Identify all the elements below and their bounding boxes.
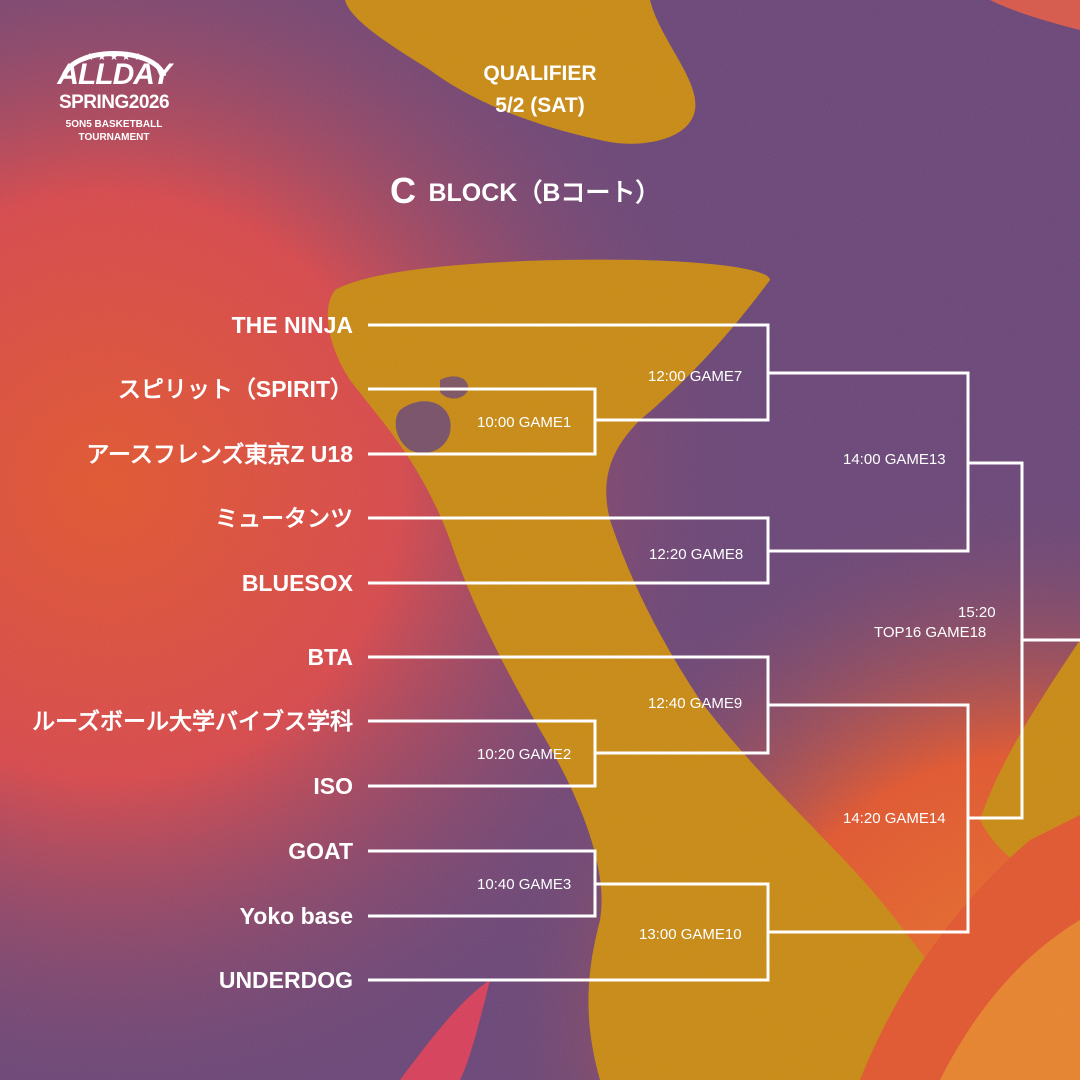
game-label-game10: 13:00 GAME10 xyxy=(639,926,742,943)
crown-icon: ★ ★ ★ ★ ★ xyxy=(61,51,167,78)
team-the-ninja: THE NINJA xyxy=(231,312,353,338)
game-label-game7: 12:00 GAME7 xyxy=(648,368,743,385)
logo-sub2: TOURNAMENT xyxy=(78,132,150,143)
stage-title: QUALIFIER xyxy=(483,62,597,85)
game-label-game1: 10:00 GAME1 xyxy=(477,414,572,431)
team-spirit: スピリット（SPIRIT） xyxy=(117,376,353,402)
logo-wordmark: ALLDAY xyxy=(57,58,171,91)
bracket-line-game2 xyxy=(368,719,597,788)
game-label-game13: 14:00 GAME13 xyxy=(843,451,946,468)
team-bta: BTA xyxy=(307,644,353,670)
game-label-game2: 10:20 GAME2 xyxy=(477,746,572,763)
allday-logo: ★ ★ ★ ★ ★ ALLDAY SPRING2026 5ON5 BASKETB… xyxy=(44,38,184,158)
logo-edition: SPRING2026 xyxy=(58,92,170,113)
team-goat: GOAT xyxy=(288,838,353,864)
block-heading: C BLOCK（Bコート） xyxy=(390,170,660,212)
team-bluesox: BLUESOX xyxy=(241,570,353,596)
game-label-game9: 12:40 GAME9 xyxy=(648,695,743,712)
team-underdog: UNDERDOG xyxy=(218,967,353,993)
team-loose-ball: ルーズボール大学バイブス学科 xyxy=(32,708,353,734)
svg-text:★ ★ ★ ★ ★: ★ ★ ★ ★ ★ xyxy=(85,52,143,63)
game-label-game14: 14:20 GAME14 xyxy=(843,810,946,827)
game-label-game3: 10:40 GAME3 xyxy=(477,876,572,893)
logo-sub1: 5ON5 BASKETBALL xyxy=(65,119,163,130)
bracket-line-game1 xyxy=(368,387,597,456)
game-label-game8: 12:20 GAME8 xyxy=(649,546,744,563)
team-iso: ISO xyxy=(313,773,353,799)
game-label-game18: TOP16 GAME18 xyxy=(874,624,987,641)
team-mutants: ミュータンツ xyxy=(215,505,353,531)
game-label-game18-time: 15:20 xyxy=(958,604,996,621)
stage-date: 5/2 (SAT) xyxy=(495,94,585,117)
team-earth-friends: アースフレンズ東京Z U18 xyxy=(86,441,353,467)
team-yoko-base: Yoko base xyxy=(239,903,353,929)
block-label: BLOCK（Bコート） xyxy=(428,179,661,207)
block-letter: C xyxy=(390,170,416,211)
